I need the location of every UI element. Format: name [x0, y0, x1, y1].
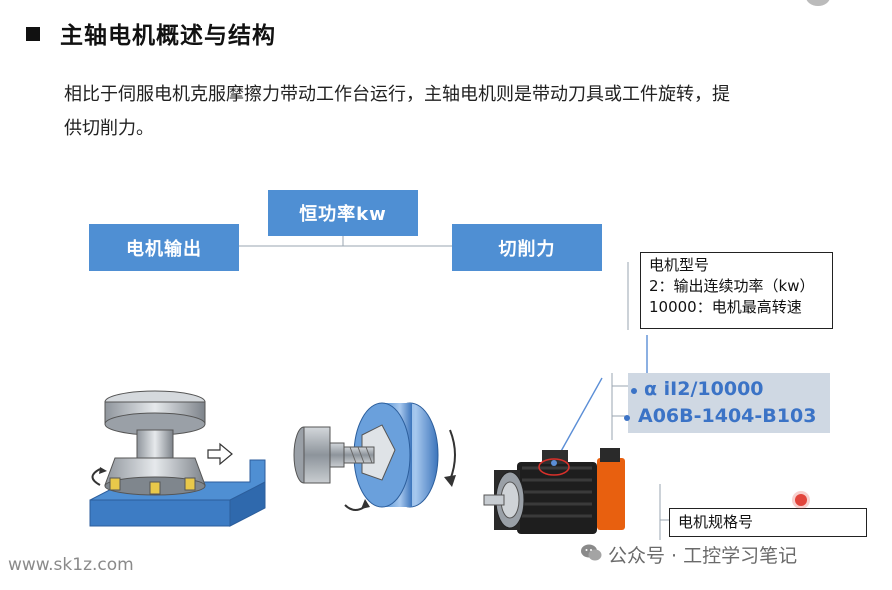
nameplate-line-1: α iI2/10000 [631, 378, 764, 400]
cutting-force-box: 切削力 [452, 224, 602, 271]
nameplate-dot-1 [631, 388, 637, 394]
motor-model-annotation: 电机型号 2：输出连续功率（kw） 10000：电机最高转速 [640, 252, 833, 329]
nameplate-model-text: α iI2/10000 [644, 378, 764, 400]
nameplate-line-2: A06B-1404-B103 [624, 405, 817, 427]
site-watermark: www.sk1z.com [8, 555, 134, 575]
page-title: 主轴电机概述与结构 [60, 23, 276, 49]
account-watermark: 公众号 · 工控学习笔记 [608, 545, 798, 567]
nameplate-part-number: A06B-1404-B103 [638, 405, 817, 427]
nameplate-dot-2 [624, 415, 630, 421]
motor-output-box: 电机输出 [89, 224, 239, 271]
model-power-note: 2：输出连续功率（kw） [649, 277, 815, 295]
spindle-motor-icon [483, 448, 625, 534]
motor-spec-annotation: 电机规格号 [669, 508, 867, 537]
model-title: 电机型号 [649, 256, 710, 274]
motor-nameplate: α iI2/10000 A06B-1404-B103 [624, 373, 830, 433]
milling-cutter-icon [89, 390, 266, 527]
pointer-marker [795, 494, 807, 506]
model-speed-note: 10000：电机最高转速 [649, 298, 802, 316]
intro-paragraph: 相比于伺服电机克服摩擦力带动工作台运行，主轴电机则是带动刀具或工件旋转，提供切削… [64, 84, 730, 139]
wechat-icon [581, 544, 602, 561]
heading-bullet [26, 27, 40, 41]
lathe-chuck-icon [293, 402, 456, 511]
constant-power-box: 恒功率kw [268, 190, 418, 236]
corner-decoration [806, 0, 830, 6]
